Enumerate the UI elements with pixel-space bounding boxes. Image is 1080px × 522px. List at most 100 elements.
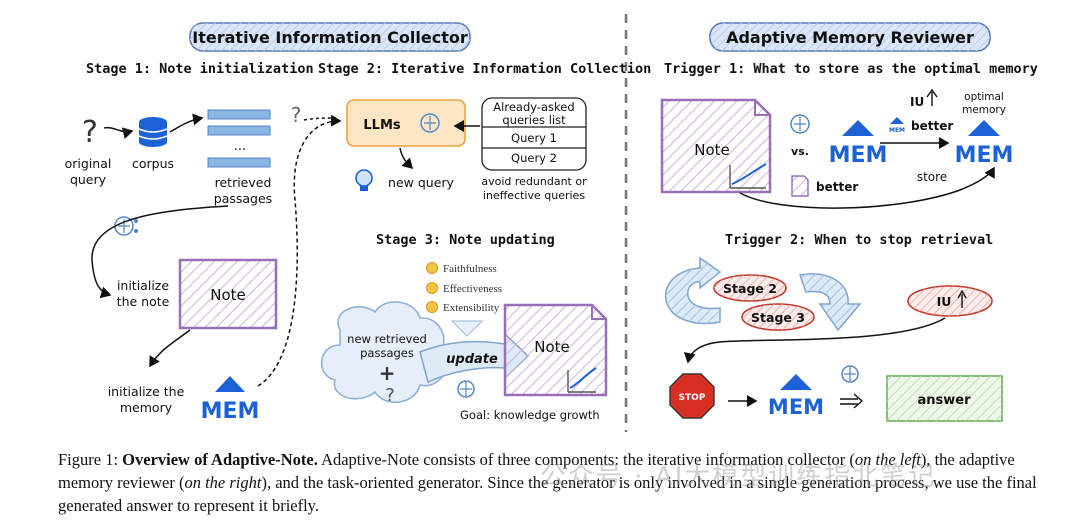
optimal-memory-line1: optimal	[964, 91, 1004, 103]
growth-curve	[569, 367, 597, 389]
note-initial: Note	[178, 258, 278, 330]
caption-label: Figure 1:	[58, 450, 119, 469]
note-updated: Note	[503, 303, 608, 397]
initialize-note-line1: initialize	[117, 278, 169, 293]
arrow-passages-note	[91, 205, 229, 299]
smiley-icon	[426, 301, 438, 313]
caption-italic1: on the left	[854, 450, 921, 469]
note-updated-label: Note	[534, 338, 570, 356]
mem-initial-label: MEM	[201, 399, 260, 424]
up-arrow-icon	[957, 289, 967, 308]
note-initial-label: Note	[210, 286, 246, 304]
asked-title-line2: queries list	[502, 113, 566, 127]
avoid-line2: ineffective queries	[483, 189, 585, 202]
mem-small-logo: MEM	[889, 117, 905, 134]
original-query-line2: query	[70, 172, 107, 187]
brain-icon-t2	[841, 365, 859, 383]
loop-arrow-left	[664, 256, 722, 325]
arrow-note-memory	[149, 329, 191, 368]
criteria-effectiveness: Effectiveness	[443, 283, 502, 295]
mem-compare-label: MEM	[829, 143, 888, 168]
criteria-list: Faithfulness Effectiveness Extensibility	[426, 262, 502, 314]
question-icon-cloud: ?	[385, 385, 395, 406]
new-query-label: new query	[388, 175, 454, 190]
note-trigger1-label: Note	[694, 141, 730, 159]
database-icon	[138, 117, 168, 147]
avoid-line1: avoid redundant or	[481, 175, 587, 188]
update-label: update	[446, 352, 498, 367]
caption-italic2: on the right	[184, 473, 262, 492]
mem-optimal-label: MEM	[955, 143, 1014, 168]
arrow-llms-newquery	[399, 147, 414, 170]
mem-logo-compare: MEM	[829, 120, 888, 168]
caption-text2: ), the adaptive memory reviewer (	[58, 450, 1015, 492]
store-label: store	[917, 170, 947, 184]
answer-label: answer	[917, 393, 971, 408]
optimal-memory-line2: memory	[962, 104, 1006, 116]
mem-logo-initial: MEM	[201, 376, 260, 424]
funnel-icon	[450, 320, 484, 337]
iu-pill: IU	[907, 285, 993, 317]
left-banner-title: Iterative Information Collector	[192, 28, 468, 47]
stop-label: STOP	[679, 393, 706, 403]
initialize-memory-line1: initialize the	[108, 384, 185, 399]
asked-queries-list: Already-asked queries list Query 1 Query…	[481, 97, 587, 171]
trigger1-title: Trigger 1: What to store as the optimal …	[664, 61, 1038, 77]
stage2-pill: Stage 2	[713, 274, 787, 302]
arrow-question-llms	[303, 117, 337, 121]
stage3-pill: Stage 3	[741, 303, 815, 331]
stage2-pill-label: Stage 2	[723, 281, 777, 296]
note-trigger1: Note	[660, 98, 772, 194]
llms-box: LLMs	[346, 99, 466, 147]
smiley-icon	[426, 282, 438, 294]
corpus-label: corpus	[132, 156, 174, 171]
plus-icon: +	[379, 361, 396, 385]
mem-logo-optimal: MEM	[955, 120, 1014, 168]
answer-box: answer	[886, 375, 1003, 422]
vs-label: vs.	[791, 145, 809, 158]
initialize-note-line2: the note	[117, 294, 170, 309]
arrow-corpus-passages	[169, 113, 204, 133]
caption-bold: Overview of Adaptive-Note.	[122, 450, 318, 469]
lightbulb-icon	[355, 169, 373, 191]
question-icon-small: ?	[291, 103, 302, 127]
better-label-note: better	[816, 180, 858, 194]
iu-label-t1: IU	[910, 95, 924, 109]
stop-sign-icon: STOP	[669, 373, 715, 419]
query-2: Query 2	[511, 151, 557, 165]
figure-caption: Figure 1: Overview of Adaptive-Note. Ada…	[58, 448, 1038, 517]
llms-label: LLMs	[363, 118, 401, 133]
brain-icon-t1	[790, 114, 810, 134]
asked-title-line1: Already-asked	[493, 100, 574, 114]
arrow-store	[739, 166, 995, 209]
stage3-title: Stage 3: Note updating	[376, 232, 555, 248]
initialize-memory-line2: memory	[120, 400, 173, 415]
watermark: 公众号 · AI大模型训练指北笔记	[540, 462, 937, 492]
mem-small-label: MEM	[889, 127, 905, 134]
growth-curve	[731, 163, 767, 185]
mem-final-label: MEM	[768, 395, 824, 419]
new-retrieved-line1: new retrieved	[347, 332, 427, 346]
retrieved-passages-line2: passages	[214, 191, 272, 206]
brain-icon	[114, 216, 138, 236]
stage2-title: Stage 2: Iterative Information Collectio…	[318, 61, 651, 77]
question-icon: ?	[82, 115, 98, 150]
arrow-iu-stop	[683, 317, 946, 364]
criteria-extensibility: Extensibility	[443, 302, 500, 314]
smiley-icon	[426, 262, 438, 274]
stage3-pill-label: Stage 3	[751, 310, 805, 325]
caption-text3: ), and the task-oriented generator. Sinc…	[58, 473, 1037, 515]
retrieved-passages-line1: retrieved	[215, 175, 272, 190]
loop-arrow-right	[798, 273, 862, 332]
passages-cloud: new retrieved passages + ?	[320, 301, 447, 406]
stage1-title: Stage 1: Note initialization	[86, 61, 314, 77]
up-arrow-icon	[926, 88, 938, 106]
double-arrow-icon	[840, 393, 864, 409]
query-1: Query 1	[511, 131, 557, 145]
mem-logo-final: MEM	[768, 374, 824, 419]
llm-brain-icon	[420, 113, 440, 133]
new-retrieved-line2: passages	[360, 346, 414, 360]
right-banner: Adaptive Memory Reviewer	[709, 22, 991, 52]
arrow-query-corpus	[103, 126, 134, 139]
